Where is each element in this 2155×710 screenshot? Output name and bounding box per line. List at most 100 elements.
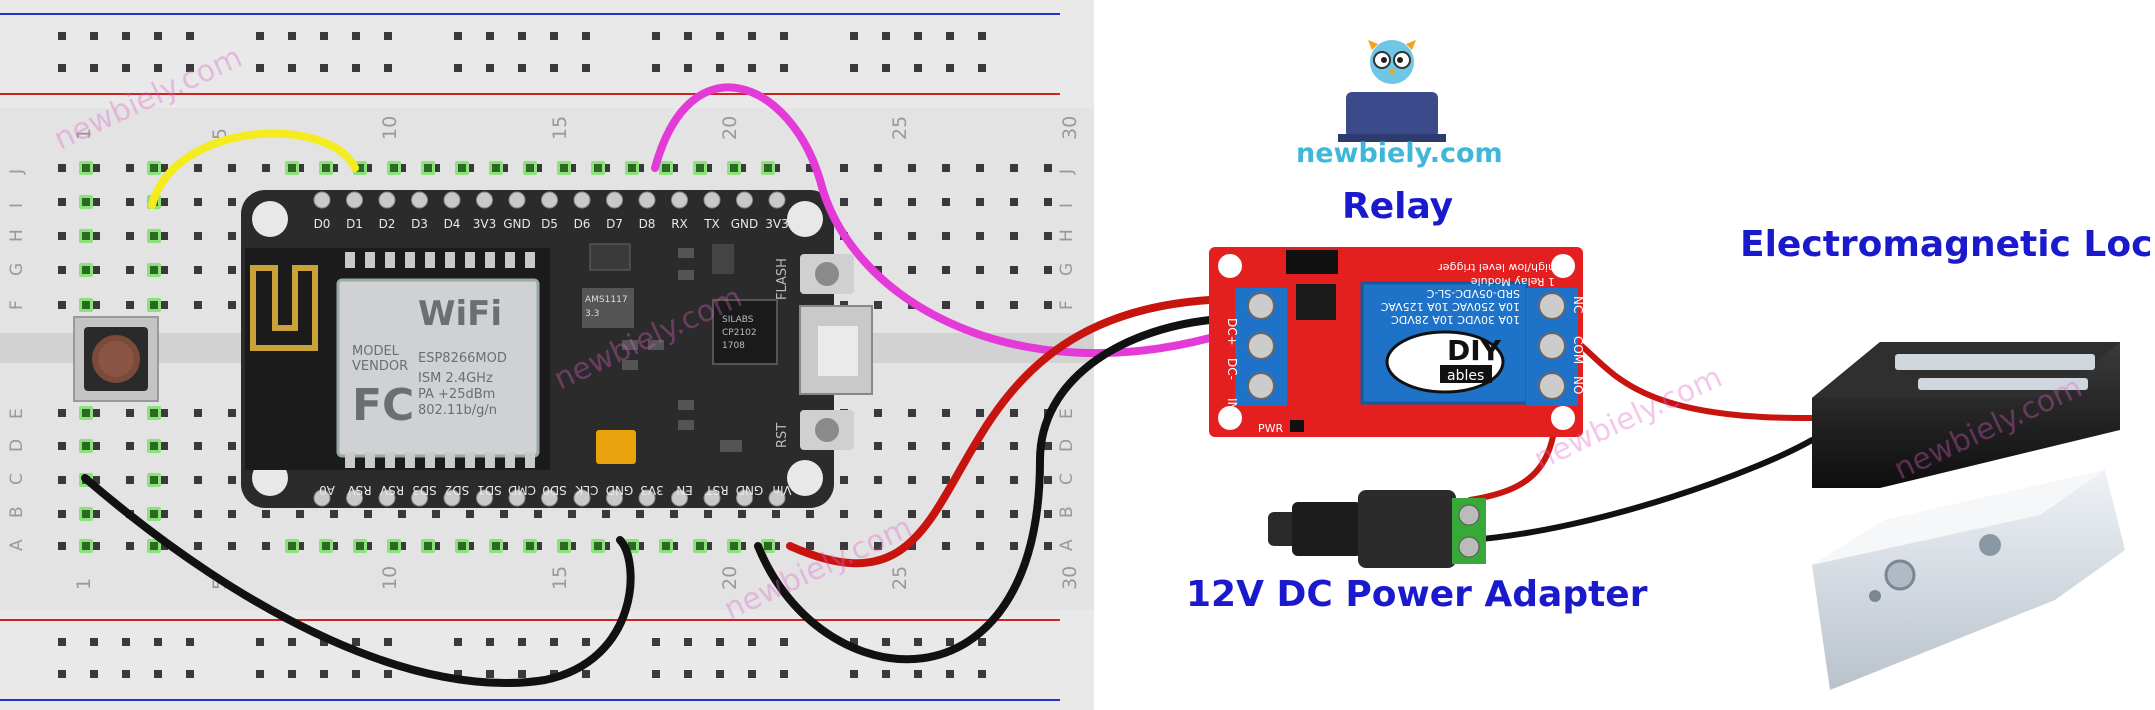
breadboard-hole [194, 198, 202, 206]
rail-hole [122, 638, 130, 646]
esp-bottom-pin-label: SD3 [412, 483, 437, 497]
breadboard-hole [58, 301, 66, 309]
row-letter-right: I [1057, 203, 1077, 208]
module-pad [505, 252, 515, 268]
rail-hole [550, 64, 558, 72]
breadboard-hole [58, 542, 66, 550]
connected-hole-core [526, 542, 534, 550]
breadboard-hole [228, 198, 236, 206]
breadboard-hole [1010, 476, 1018, 484]
module-text-line: 802.11b/g/n [418, 403, 497, 418]
rail-hole [582, 638, 590, 646]
breadboard-hole [500, 542, 508, 550]
rst-button[interactable] [800, 410, 854, 450]
breadboard-hole [908, 476, 916, 484]
row-letter-left: J [7, 169, 27, 175]
diyables-logo-top: DIY [1447, 334, 1502, 367]
esp-bottom-pin-label: RSV [347, 483, 372, 497]
breadboard-hole [1010, 542, 1018, 550]
relay-input-pin-label: IN [1225, 398, 1239, 411]
breadboard-hole [976, 164, 984, 172]
rail-hole [486, 64, 494, 72]
breadboard-hole [840, 510, 848, 518]
rail-hole [582, 32, 590, 40]
rail-hole [850, 670, 858, 678]
breadboard-hole [568, 510, 576, 518]
rail-hole [320, 64, 328, 72]
esp-pin [443, 489, 461, 507]
esp-top-pin-label: GND [503, 217, 531, 231]
breadboard-hole [772, 542, 780, 550]
breadboard-hole [126, 164, 134, 172]
breadboard-hole [1044, 266, 1052, 274]
rail-hole [850, 32, 858, 40]
breadboard-hole [568, 164, 576, 172]
rail-hole [748, 670, 756, 678]
connected-hole-core [594, 164, 602, 172]
rail-hole [550, 638, 558, 646]
breadboard-hole [194, 442, 202, 450]
breadboard-hole [194, 266, 202, 274]
esp-pin [573, 489, 591, 507]
esp-top-pin-label: D4 [444, 217, 461, 231]
flash-button[interactable] [800, 254, 854, 294]
breadboard-hole [364, 510, 372, 518]
breadboard-hole [466, 510, 474, 518]
esp-pin [541, 191, 558, 209]
column-number-bottom: 25 [889, 566, 911, 590]
breadboard-hole [704, 542, 712, 550]
breadboard-hole [194, 164, 202, 172]
esp-pin [411, 191, 428, 209]
connected-hole-core [82, 301, 90, 309]
breadboard-hole [58, 476, 66, 484]
breadboard-hole [364, 164, 372, 172]
rail-hole [186, 670, 194, 678]
breadboard-hole [228, 301, 236, 309]
breadboard-hole [602, 510, 610, 518]
esp-pin [703, 191, 721, 209]
breadboard-hole [330, 510, 338, 518]
rail-hole [384, 64, 392, 72]
breadboard-hole [534, 542, 542, 550]
rail-hole [486, 670, 494, 678]
breadboard-hole [160, 266, 168, 274]
rail-hole [256, 64, 264, 72]
breadboard-connected-holes [79, 161, 775, 553]
push-button[interactable] [73, 316, 159, 402]
rail-hole [914, 32, 922, 40]
rail-hole [320, 32, 328, 40]
regulator-value: 3.3 [585, 309, 599, 319]
connected-hole-core [150, 442, 158, 450]
breadboard-hole [976, 409, 984, 417]
rst-label: RST [775, 423, 790, 448]
rail-hole [684, 64, 692, 72]
esp-bottom-pin-label: CMD [508, 483, 536, 497]
breadboard-hole [1044, 164, 1052, 172]
rail-hole [288, 32, 296, 40]
breadboard-hole [1044, 301, 1052, 309]
row-letter-left: I [7, 203, 27, 208]
connected-hole-core [356, 164, 364, 172]
breadboard-hole [126, 266, 134, 274]
connected-hole-core [82, 510, 90, 518]
breadboard-hole [262, 542, 270, 550]
column-number-bottom: 20 [719, 566, 741, 590]
brand-logo [1338, 40, 1446, 142]
column-number-top: 15 [549, 116, 571, 140]
esp-top-pin-label: 3V3 [765, 217, 788, 231]
esp-bottom-pin-label: CLK [574, 483, 598, 497]
breadboard-hole [704, 510, 712, 518]
esp-bottom-pin-label: EN [676, 483, 693, 497]
esp-top-pin-label: D5 [541, 217, 558, 231]
rail-hole [914, 64, 922, 72]
breadboard-hole [500, 164, 508, 172]
breadboard-hole [840, 542, 848, 550]
rail-hole [58, 64, 66, 72]
rail-hole [914, 670, 922, 678]
breadboard-hole [976, 232, 984, 240]
breadboard-hole [398, 510, 406, 518]
electromagnetic-lock-label: Electromagnetic Lock [1740, 224, 2155, 265]
module-pad [425, 452, 435, 468]
breadboard-hole [908, 442, 916, 450]
rail-hole [90, 638, 98, 646]
